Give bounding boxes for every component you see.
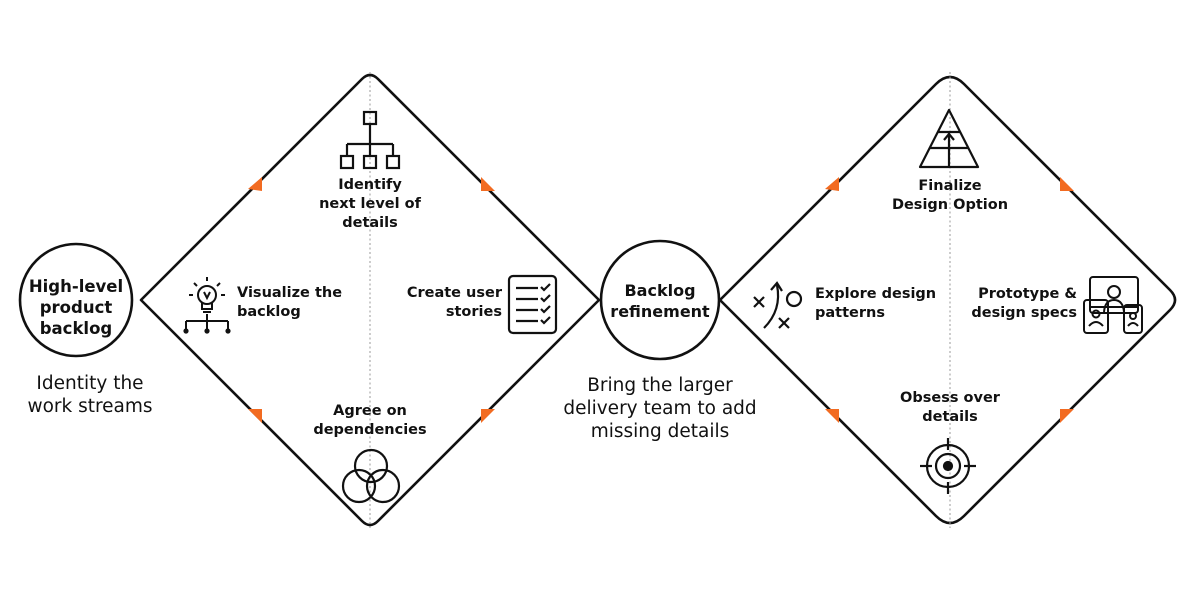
devices-icon [1083,276,1143,334]
arrow-icon [481,177,495,191]
lightbulb-network-icon [185,277,229,329]
arrow-icon [248,409,262,423]
diamond-1-outline [139,73,601,527]
arrow-icon [825,409,839,423]
venn-diagram-icon [341,448,401,504]
start-node-label: High-level product backlog [28,277,124,338]
diamond-1-right-label: Create user stories [406,285,502,320]
diamond-2-top-label: Finalize Design Option [891,178,1009,213]
arrow-icon [825,177,839,191]
hierarchy-icon [339,110,401,170]
arrow-icon [248,177,262,191]
strategy-play-icon [753,281,803,329]
diamond-1-left-label: Visualize the backlog [237,285,343,320]
start-node-circle [18,242,134,358]
middle-node-circle [599,239,721,361]
diamond-1-top-label: Identify next level of details [319,177,421,231]
diamond-2-right-label: Prototype & design specs [971,286,1077,321]
diamond-2-outline [718,75,1177,525]
diamond-2-left-label: Explore design patterns [815,286,937,321]
target-icon [920,438,976,494]
diamond-1-bottom-label: Agree on dependencies [313,403,427,438]
middle-node-label: Backlog refinement [610,281,710,321]
arrow-icon [1060,177,1074,191]
checklist-icon [507,274,558,335]
arrow-icon [481,409,495,423]
start-node-subtitle: Identity the work streams [27,373,153,417]
diamond-2-bottom-label: Obsess over details [900,390,1000,425]
pyramid-icon [918,108,980,169]
middle-node-subtitle: Bring the larger delivery team to add mi… [563,375,757,442]
arrow-icon [1060,409,1074,423]
